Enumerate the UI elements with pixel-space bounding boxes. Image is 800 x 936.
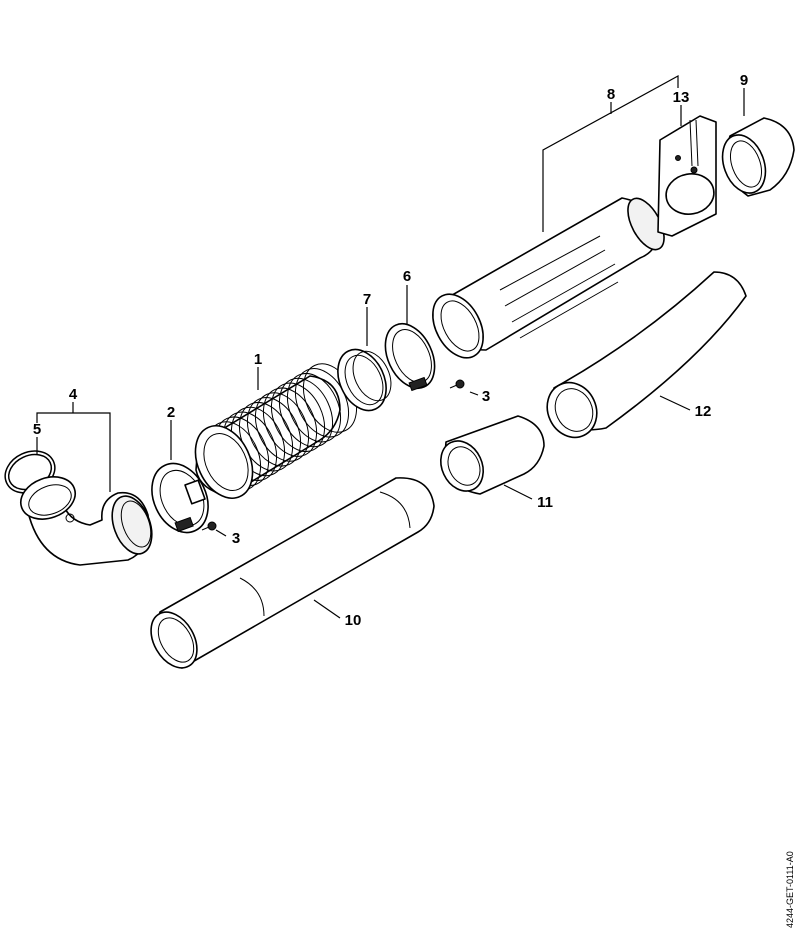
callout-labels: 1 2 3 3 4 5 6 7 8 9 10 11 12 13 [33, 72, 748, 629]
callout-7: 7 [363, 291, 371, 308]
part-3-screw-upper [449, 379, 465, 389]
callout-3-upper: 3 [482, 388, 490, 405]
hose-rib [278, 377, 334, 448]
part-6-clamp [384, 323, 436, 392]
callout-9: 9 [740, 72, 748, 89]
callout-4: 4 [69, 386, 78, 403]
part-13-bracket [657, 115, 717, 237]
callout-12: 12 [695, 403, 712, 420]
callout-6: 6 [403, 268, 411, 285]
part-3-screw-lower [201, 521, 217, 531]
part-4-elbow [20, 476, 153, 566]
part-7-ring [337, 348, 392, 412]
part-1-corrugated-hose [194, 363, 358, 499]
document-code: 4244-GET-0111-A0 [785, 851, 795, 928]
hose-rib [270, 382, 326, 452]
part-9-nozzle-cap [721, 117, 795, 197]
callout-10: 10 [345, 612, 362, 629]
callout-3-lower: 3 [232, 530, 240, 547]
hose-rib [254, 392, 310, 462]
hose-rib [246, 397, 302, 467]
part-11-nozzle [440, 415, 545, 495]
part-10-straight-tube [150, 477, 435, 669]
callout-11: 11 [537, 494, 553, 511]
callout-2: 2 [167, 404, 175, 421]
callout-5: 5 [33, 421, 41, 438]
hose-rib [262, 387, 318, 457]
part-2-clamp [151, 462, 209, 534]
callout-8: 8 [607, 86, 615, 103]
callout-13: 13 [673, 89, 690, 106]
hose-rib [286, 373, 342, 443]
leader-lines [36, 74, 745, 619]
part-8-blower-tube [432, 197, 665, 359]
part-12-curved-nozzle [546, 271, 747, 439]
callout-1: 1 [254, 351, 262, 368]
